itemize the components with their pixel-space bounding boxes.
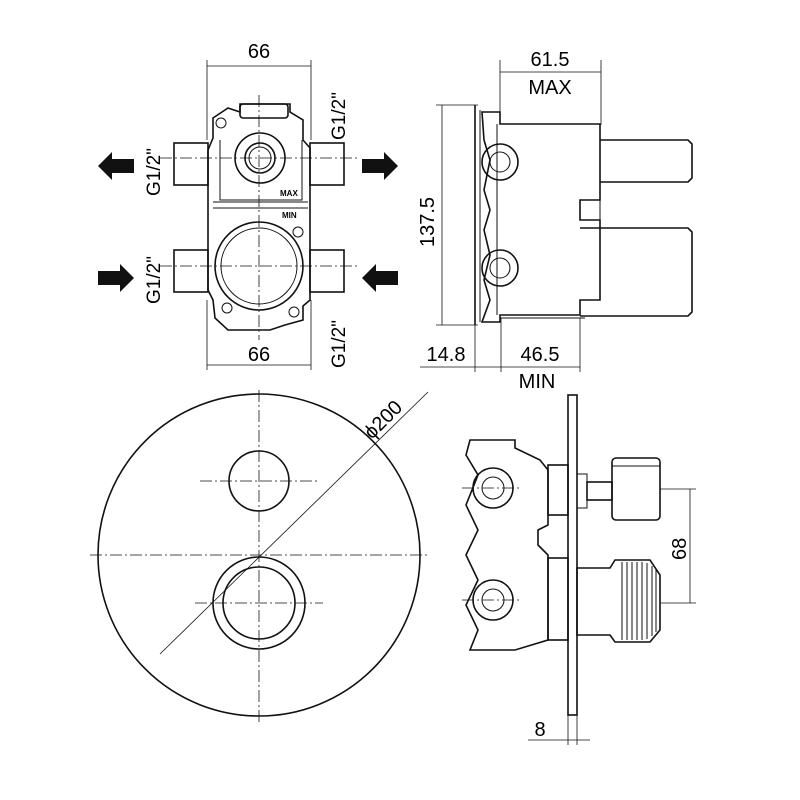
dimension-height: 137.5 <box>417 104 478 326</box>
dimension-label: 46.5 <box>521 344 560 366</box>
dimension-plate-thickness: 8 <box>528 715 590 745</box>
pipe-stub-bottom-right <box>309 249 345 293</box>
dimension-bottom-width: 66 <box>206 300 312 370</box>
port-label-top-right: G1/2" <box>329 92 350 140</box>
dimension-label-max: MAX <box>528 77 571 99</box>
port-label-bottom-right: G1/2" <box>329 320 350 368</box>
marking-max: MAX <box>280 189 298 198</box>
dimension-min-depth: 14.8 46.5 MIN <box>420 318 581 393</box>
dimension-label: 8 <box>534 719 545 741</box>
cover-plate-front-view: ϕ200 <box>90 390 430 725</box>
dimension-label: 66 <box>248 41 270 63</box>
port-label-bottom-left: G1/2" <box>144 256 165 304</box>
flow-arrows <box>98 152 398 292</box>
cover-plate-side <box>567 394 578 716</box>
pipe-stub-top-right <box>309 142 345 186</box>
dimension-label: 14.8 <box>427 344 466 366</box>
assembly-side-view <box>462 394 661 716</box>
valve-front-view: MAX MIN <box>160 95 360 340</box>
dimension-label: 61.5 <box>531 49 570 71</box>
pipe-stub-top-left <box>173 142 209 186</box>
valve-side-view <box>474 105 693 325</box>
dimension-top-width: 66 <box>206 41 312 140</box>
arrow-icon <box>98 264 134 292</box>
pipe-stub-bottom-left <box>173 249 209 293</box>
arrow-icon <box>98 152 134 180</box>
dimension-spacing: 68 <box>660 488 696 604</box>
dimension-label-min: MIN <box>519 371 556 393</box>
dimension-label: 68 <box>669 538 691 560</box>
arrow-icon <box>362 152 398 180</box>
port-label-top-left: G1/2" <box>144 148 165 196</box>
arrow-icon <box>362 264 398 292</box>
dimension-max-depth: 61.5 MAX <box>499 49 602 125</box>
marking-min: MIN <box>282 211 297 220</box>
dimension-label: 66 <box>248 344 270 366</box>
handle-knurling <box>621 562 657 640</box>
dimension-label: 137.5 <box>417 197 439 247</box>
